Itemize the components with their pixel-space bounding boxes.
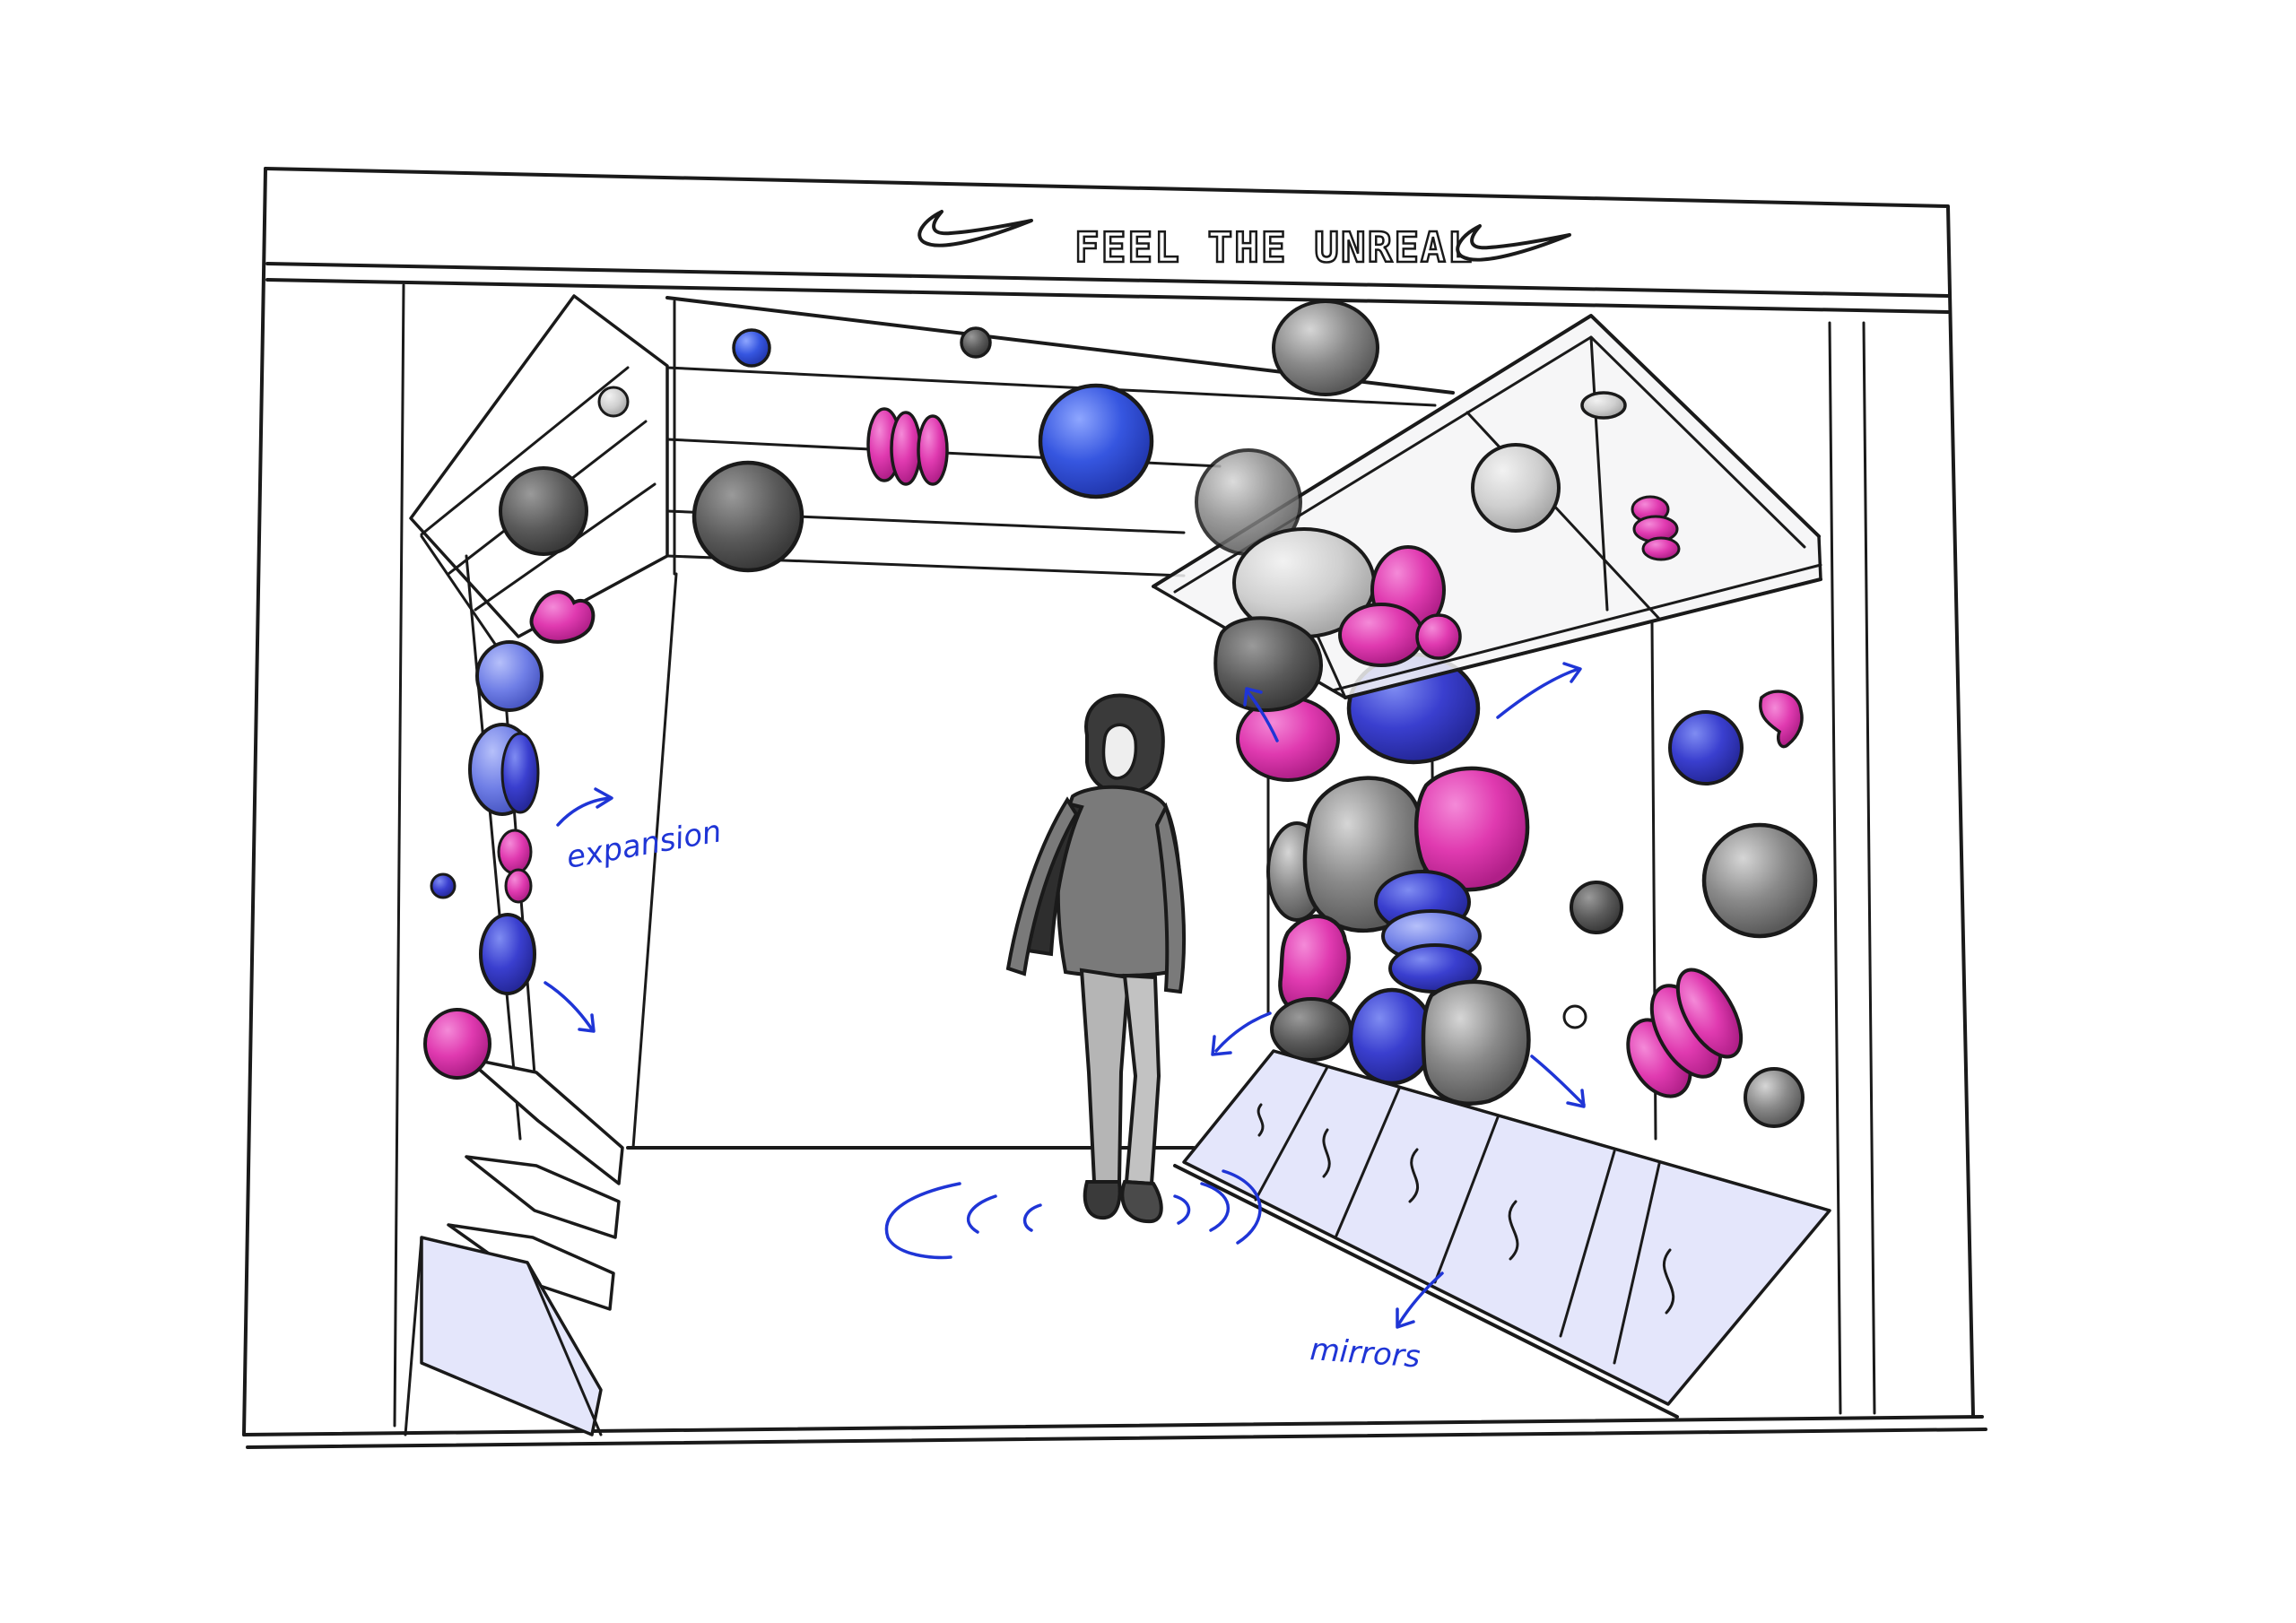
bubble [1562, 1004, 1587, 1029]
annotation-expansion: expansion [564, 813, 725, 876]
storefront-frame [242, 167, 1987, 1449]
bubble [1580, 391, 1627, 420]
bubble [597, 386, 630, 418]
bubble [529, 590, 596, 644]
bubble [475, 640, 544, 712]
bubble [1270, 997, 1352, 1062]
bubble [1413, 766, 1530, 892]
nike-swoosh-left-icon [918, 210, 1033, 247]
sign-text: FEEL THE UNREAL [1074, 223, 1474, 272]
bubble [1570, 881, 1623, 934]
bubble [1415, 613, 1462, 660]
right-bubble-column [1236, 652, 1531, 1106]
right-wall [1562, 621, 1818, 1141]
bubble [430, 872, 457, 899]
bubble [890, 411, 922, 486]
bubble [1272, 299, 1379, 396]
mirror-platform [1173, 1049, 1831, 1419]
bubble [1421, 979, 1531, 1106]
bubble [1744, 1067, 1805, 1128]
bubble [732, 328, 771, 368]
annotation-mirrors: mirrors [1309, 1332, 1422, 1375]
bubble [1213, 616, 1323, 713]
bubble [479, 913, 536, 995]
bubble [1471, 443, 1561, 533]
bubble [691, 460, 804, 573]
bubble [1338, 603, 1424, 667]
person-figure [1005, 693, 1186, 1224]
bubble [960, 326, 992, 359]
bubble [499, 466, 588, 556]
bubble [500, 732, 540, 814]
bubble [1675, 968, 1744, 1059]
right-display [1152, 314, 1822, 713]
bubble [1641, 536, 1681, 561]
bubble [423, 1008, 491, 1080]
bubble [1038, 383, 1154, 499]
bubble [1759, 690, 1804, 749]
store-sign: FEEL THE UNREAL [918, 210, 1571, 273]
bubble [1701, 822, 1818, 939]
nike-swoosh-right-icon [1456, 224, 1571, 262]
bubble [1348, 987, 1436, 1086]
bubble [504, 868, 533, 904]
bubble [917, 414, 949, 486]
bubble [1668, 710, 1744, 785]
ceiling-bubbles [691, 299, 1379, 573]
bubble [497, 829, 533, 875]
left-display-bubbles [423, 386, 630, 1080]
